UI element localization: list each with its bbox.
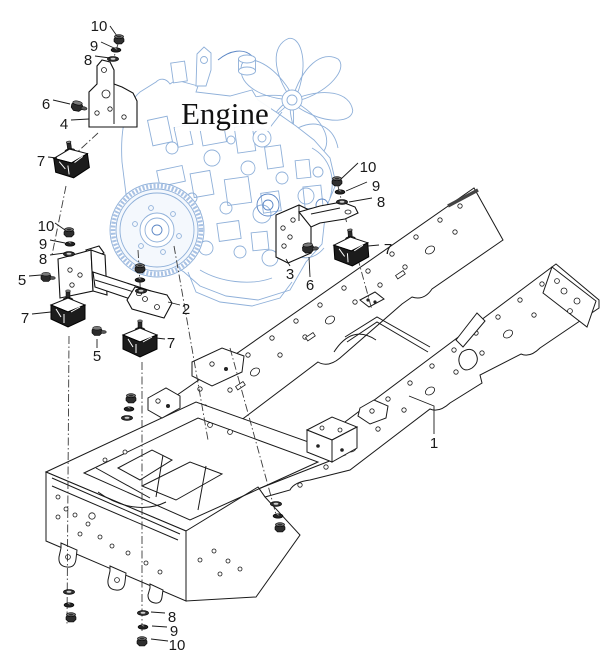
filler-cap-icon — [238, 54, 256, 76]
callout-4: 4 — [60, 116, 68, 133]
fastener-stack-bottom-left — [62, 589, 77, 623]
callout-8-upper-left: 8 — [84, 52, 92, 69]
flywheel — [109, 182, 205, 278]
mount-7-front-right — [122, 319, 158, 358]
leader-lines — [28, 25, 435, 642]
fastener-stack-mid-left — [62, 227, 76, 257]
frame-mount-plates — [147, 291, 389, 463]
front-frame-box — [44, 401, 347, 604]
callout-9-upper-left: 9 — [90, 38, 98, 55]
callout-10-right: 10 — [360, 159, 377, 176]
mount-7-right — [332, 227, 370, 268]
bolt-6-left — [70, 99, 89, 114]
callout-6-left: 6 — [42, 96, 50, 113]
bracket-2 — [57, 245, 173, 319]
callout-9-right: 9 — [372, 178, 380, 195]
mount-7-front-left — [50, 289, 86, 328]
callout-6-right: 6 — [306, 277, 314, 294]
callout-9-bottom: 9 — [170, 623, 178, 640]
engine-detail — [146, 109, 339, 307]
bolt-5-front — [91, 326, 107, 336]
bolt-5-left — [40, 272, 56, 282]
frame — [44, 187, 600, 604]
callouts: 10 9 8 6 4 7 10 9 8 5 7 2 5 7 10 9 8 3 6… — [18, 18, 438, 654]
lift-hooks — [58, 542, 164, 604]
fastener-stack-flywheel — [134, 263, 148, 294]
lift-eye-icon — [170, 46, 212, 87]
callout-9-mid-left: 9 — [39, 236, 47, 253]
callout-10-bottom: 10 — [169, 637, 186, 654]
inner-rail — [169, 187, 504, 453]
callout-7-front-left: 7 — [21, 310, 29, 327]
fastener-stack-bottom-center — [136, 610, 150, 647]
callout-8-right: 8 — [377, 194, 385, 211]
callout-2: 2 — [182, 301, 190, 318]
callout-8-bottom: 8 — [168, 609, 176, 626]
callout-5-mid-left: 5 — [18, 272, 26, 289]
assembly-axis-lines — [51, 43, 373, 632]
callout-5-front: 5 — [93, 348, 101, 365]
cross-members — [333, 312, 486, 353]
callout-10-upper-left: 10 — [91, 18, 108, 35]
fastener-stack-frame-left — [120, 393, 137, 421]
frame-box-bracket — [305, 416, 359, 463]
callout-3: 3 — [286, 266, 294, 283]
callout-7-left: 7 — [37, 153, 45, 170]
engine-label-backdrop — [175, 97, 271, 131]
fastener-stack-right — [331, 176, 349, 205]
teardrop-hole — [458, 348, 478, 371]
engine-title: Engine — [181, 96, 269, 131]
callout-8-mid-left: 8 — [39, 251, 47, 268]
engine-illustration: Engine — [109, 34, 357, 307]
callout-7-right: 7 — [384, 241, 392, 258]
bracket-4 — [88, 59, 138, 128]
fastener-stack-upper-left — [106, 34, 125, 62]
box-inner-ribs — [51, 449, 224, 541]
callout-1: 1 — [430, 435, 438, 452]
callout-10-mid-left: 10 — [38, 218, 55, 235]
fan-hub — [252, 89, 303, 148]
callout-7-front-right: 7 — [167, 335, 175, 352]
